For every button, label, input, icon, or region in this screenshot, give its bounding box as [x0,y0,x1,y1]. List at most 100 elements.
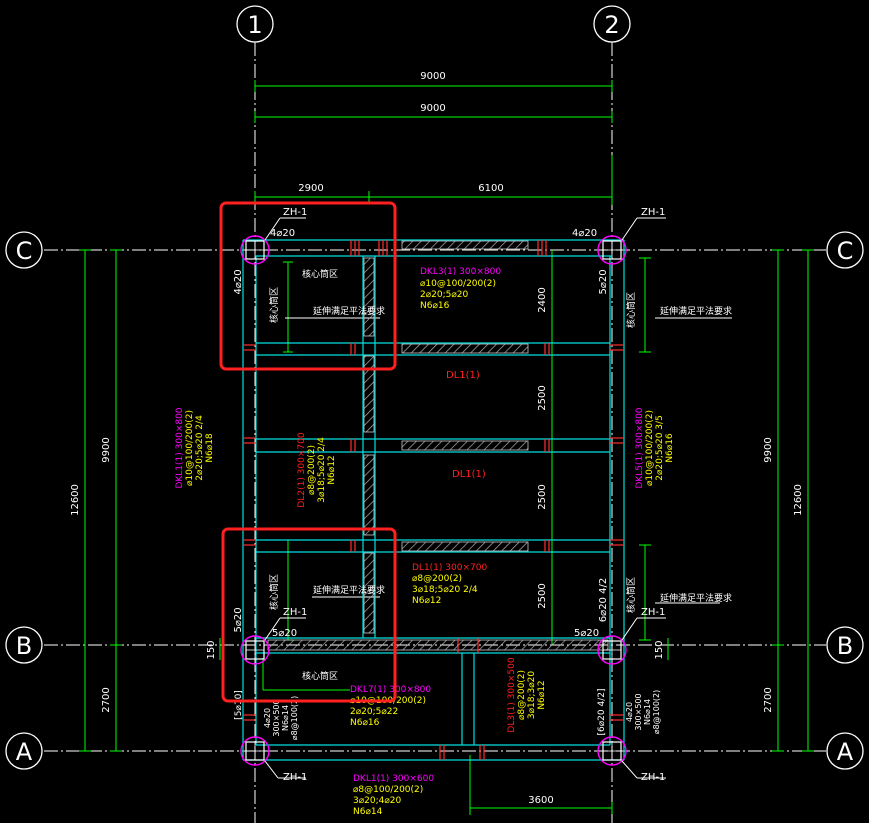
svg-text:N6⌀14: N6⌀14 [353,807,383,817]
axis-bubble-a-right: A [826,732,864,770]
highlight-box-top [219,201,397,371]
axis-bubble-a-left: A [5,732,43,770]
svg-text:C: C [16,237,33,265]
dim-left-outer: 12600 [70,484,81,516]
walls [242,239,625,761]
bar-c1-side: 4⌀20 [233,269,244,294]
bar-c2: 4⌀20 [572,228,597,239]
axis-bubble-b-right: B [826,626,864,664]
core-zone-top: 核心筒区 [302,268,338,280]
svg-text:DKL1(1) 300×800: DKL1(1) 300×800 [175,407,185,488]
axis-bubble-2: 2 [593,5,631,43]
svg-text:N6⌀12: N6⌀12 [327,455,337,484]
dim-top-left: 2900 [298,183,323,194]
dim-right-upper: 9900 [763,437,774,462]
svg-text:N6⌀12: N6⌀12 [537,680,547,709]
core-zone-top-v: 核心筒区 [268,287,280,323]
zh1-label-b1: ZH-1 [283,607,307,618]
svg-text:A: A [16,738,33,766]
column-leaders [264,217,666,779]
dim-left-lower: 2700 [101,687,112,712]
svg-text:B: B [837,632,853,660]
svg-text:2⌀20;5⌀20: 2⌀20;5⌀20 [420,290,468,300]
beam-label-dl3: DL3(1) 300×500 ⌀8@200(2) 3⌀18;3⌀20 N6⌀12 [507,657,547,732]
beam-label-dkl1-left: DKL1(1) 300×800 ⌀10@100/200(2) 2⌀20;5⌀20… [175,407,215,488]
svg-text:DL1(1): DL1(1) [446,370,480,381]
svg-text:2⌀20;5⌀20 3/5: 2⌀20;5⌀20 3/5 [655,415,665,481]
dimension-labels: 9000 9000 2900 6100 12600 9900 2700 1260… [70,71,804,806]
dim-top-inner: 9000 [420,103,445,114]
extend-right-top: 延伸满足平法要求 [660,305,732,317]
core-zone-bottom: 核心筒区 [302,670,338,682]
svg-text:DL1(1): DL1(1) [452,469,486,480]
core-zone-right-mid-v: 核心筒区 [625,577,637,613]
beam-label-dkl3: DKL3(1) 300×800 ⌀10@100/200(2) 2⌀20;5⌀20… [420,267,501,311]
svg-text:N6⌀18: N6⌀18 [205,433,215,463]
dim-inner-h2: 2500 [537,385,548,410]
axis-bubble-c-left: C [5,231,43,269]
svg-text:2⌀20;5⌀22: 2⌀20;5⌀22 [350,707,398,717]
svg-text:4⌀20: 4⌀20 [263,708,272,728]
dim-right-lower: 2700 [763,687,774,712]
dim-inner-h3: 2500 [537,484,548,509]
svg-text:3⌀18;5⌀20 2/4: 3⌀18;5⌀20 2/4 [412,585,478,595]
svg-text:N6⌀14: N6⌀14 [643,699,652,725]
column-b1 [240,635,270,665]
dim-top-outer: 9000 [420,71,445,82]
dim-bottom-span: 3600 [528,795,553,806]
hatched-beams [267,240,609,651]
core-zone-mid-v: 核心筒区 [268,574,280,610]
bar-c2-side: 5⌀20 [598,269,609,294]
axis-bubble-c-right: C [826,231,864,269]
column-b2 [597,635,627,665]
svg-text:⌀8@200(2): ⌀8@200(2) [412,574,462,584]
svg-text:DKL5(1) 300×800: DKL5(1) 300×800 [635,407,645,488]
svg-text:N6⌀16: N6⌀16 [665,433,675,463]
svg-text:4⌀20: 4⌀20 [625,702,634,722]
highlight-box-bottom [221,527,397,703]
svg-text:DL2(1) 300×700: DL2(1) 300×700 [297,432,307,507]
extend-mid: 延伸满足平法要求 [313,584,385,596]
zh1-label-a2: ZH-1 [641,772,665,783]
beam-label-dl2: DL2(1) 300×700 ⌀8@200(2) 3⌀18;5⌀20 2/4 N… [297,432,337,507]
svg-text:3⌀18;5⌀20 2/4: 3⌀18;5⌀20 2/4 [317,437,327,503]
svg-text:300×500: 300×500 [272,699,281,736]
svg-text:3⌀20;4⌀20: 3⌀20;4⌀20 [353,796,401,806]
svg-text:N6⌀16: N6⌀16 [420,301,450,311]
svg-text:B: B [16,632,32,660]
beam-label-dkl5: DKL5(1) 300×800 ⌀10@100/200(2) 2⌀20;5⌀20… [635,407,675,488]
bar-c1: 4⌀20 [270,228,295,239]
column-labels: ZH-1 ZH-1 ZH-1 ZH-1 ZH-1 ZH-1 4⌀20 4⌀20 … [233,207,665,783]
axis-bubble-1: 1 [236,5,274,43]
column-c2 [597,235,627,265]
bracket-bottom-right: [6⌀20 4/2] [597,689,607,736]
svg-text:DKL7(1) 300×800: DKL7(1) 300×800 [350,685,431,695]
svg-text:DL3(1) 300×500: DL3(1) 300×500 [507,657,517,732]
zh1-label-a1: ZH-1 [283,772,307,783]
dim-right-outer: 12600 [793,484,804,516]
dim-top-right: 6100 [478,183,503,194]
svg-text:DL1(1) 300×700: DL1(1) 300×700 [412,563,487,573]
zh1-label-c1: ZH-1 [283,207,307,218]
beam-label-dkl7: DKL7(1) 300×800 ⌀10@100/200(2) 2⌀20;5⌀22… [350,685,431,728]
extend-top: 延伸满足平法要求 [313,305,385,317]
svg-text:300×500: 300×500 [634,693,643,730]
zh1-label-c2: ZH-1 [641,207,665,218]
svg-text:A: A [837,738,854,766]
svg-text:⌀10@100/200(2): ⌀10@100/200(2) [185,410,195,486]
svg-text:⌀10@100/200(2): ⌀10@100/200(2) [645,410,655,486]
svg-text:⌀8@100(2): ⌀8@100(2) [652,690,661,735]
bar-b1: 5⌀20 [272,628,297,639]
column-label-left-lower: 4⌀20 300×500 N6⌀14 ⌀8@100(2) [263,696,299,741]
axis-lines [44,42,826,823]
dim-offset-right: 150 [654,640,665,659]
core-zone-right-top-v: 核心筒区 [625,292,637,328]
zh1-label-b2: ZH-1 [641,607,665,618]
svg-text:⌀8@100(2): ⌀8@100(2) [290,696,299,741]
dim-left-upper: 9900 [101,437,112,462]
extend-right-mid: 延伸满足平法要求 [660,592,732,604]
rebar-ticks [243,240,624,760]
svg-text:DKL1(1) 300×600: DKL1(1) 300×600 [353,774,434,784]
svg-text:N6⌀12: N6⌀12 [412,596,441,606]
